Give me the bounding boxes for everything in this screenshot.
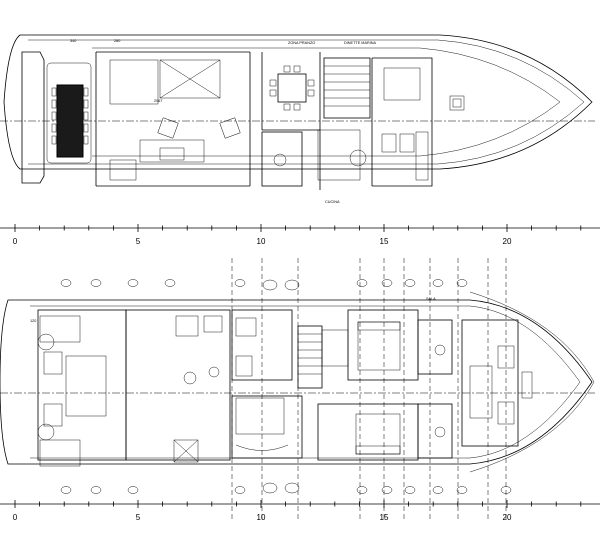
scale-top-label: 20	[503, 237, 512, 246]
scale-top-label: 15	[380, 237, 389, 246]
engine-room	[37, 309, 127, 461]
salon-side-cabinet	[109, 159, 137, 181]
guest-cabin-aft	[231, 309, 293, 381]
lower-stairs	[297, 325, 323, 389]
scale-bottom-label: 5	[136, 513, 141, 522]
upper-stern-bench	[46, 62, 92, 164]
galley-block	[109, 59, 159, 105]
upper-hull-outline	[3, 34, 593, 170]
deck-fittings-top	[60, 279, 468, 291]
scale-top-label: 0	[13, 237, 18, 246]
aft-dining-table	[56, 84, 84, 158]
technical-room	[125, 309, 231, 461]
dimension-2: 280	[114, 39, 120, 43]
scale-top-label: 10	[257, 237, 266, 246]
scale-top-label: 5	[136, 237, 141, 246]
label-cucina: CUCINA	[325, 200, 340, 204]
bow-cabin	[461, 319, 519, 447]
upper-stern-swim-platform	[21, 51, 45, 184]
foredeck-hatch	[449, 95, 465, 111]
label-zona-pranzo: ZONA PRANZO	[288, 41, 315, 45]
ensuite-head-1	[417, 319, 453, 375]
salon-sofa	[139, 139, 205, 163]
galley-counter	[159, 59, 221, 99]
upper-salon-walls	[95, 51, 251, 187]
dining-partition	[261, 52, 321, 190]
scale-bottom-label: 20	[503, 513, 512, 522]
scale-bottom-label: 0	[13, 513, 18, 522]
vip-cabin	[347, 309, 419, 381]
lower-hull-outline	[0, 299, 593, 465]
double-cabin	[317, 403, 419, 461]
upper-bulwark-line	[92, 47, 561, 157]
label-sala: SALA	[426, 297, 436, 301]
ensuite-head-2	[417, 403, 453, 459]
deck-fittings-bottom	[60, 482, 512, 494]
scale-bar-top: 051015202530354045	[0, 224, 600, 246]
helm-station	[371, 57, 433, 187]
scale-bar-bottom: 051015202530354045	[0, 500, 600, 522]
dining-table	[277, 73, 307, 103]
salon-coffee-table	[159, 147, 185, 161]
upper-deck-plan: ZONA PRANZO DINETTE MARINA CUCINA 340 28…	[0, 34, 595, 204]
dimension-lower-1: 120	[30, 319, 36, 323]
scale-bottom-label: 10	[257, 513, 266, 522]
guest-cabin-aft-lower	[231, 395, 303, 459]
frame-station-lines	[231, 258, 507, 520]
lower-deck-plan: SALA 120	[0, 258, 595, 520]
upper-stairs	[323, 57, 371, 119]
dimension-1: 340	[70, 39, 76, 43]
scale-bottom-label: 15	[380, 513, 389, 522]
label-dinette-marina: DINETTE MARINA	[344, 41, 377, 45]
lower-hull-inner	[30, 305, 581, 459]
aft-dining-chairs	[51, 87, 89, 145]
upper-head	[261, 131, 303, 187]
dimension-3: 2067	[154, 99, 162, 103]
upper-hull-inner-line	[28, 39, 585, 165]
